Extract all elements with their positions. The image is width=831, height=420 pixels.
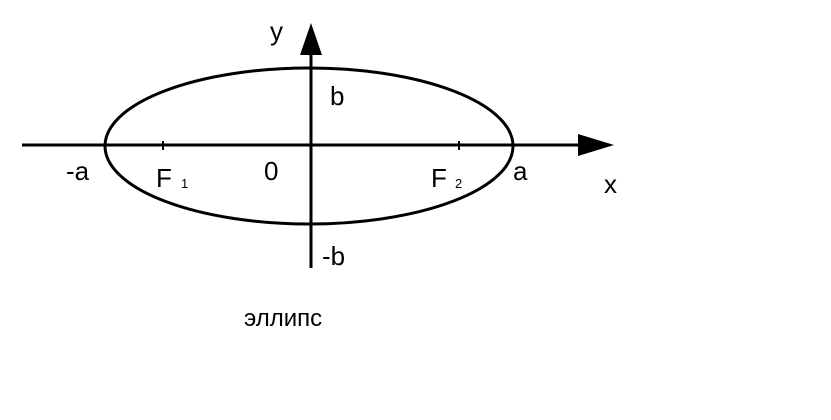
x-axis-label: x (604, 169, 617, 199)
y-axis-label: y (270, 16, 283, 46)
focus1-letter: F (156, 163, 172, 193)
diagram-caption: эллипс (244, 305, 322, 332)
pos-a-label: a (513, 156, 528, 186)
focus2-index: 2 (455, 176, 462, 191)
pos-b-label: b (330, 81, 344, 111)
focus1-index: 1 (181, 176, 188, 191)
origin-label: 0 (264, 156, 278, 186)
neg-a-label: -a (66, 156, 90, 186)
neg-b-label: -b (322, 241, 345, 271)
y-axis-arrow (300, 23, 322, 55)
x-axis-arrow (578, 134, 614, 156)
focus2-letter: F (431, 163, 447, 193)
